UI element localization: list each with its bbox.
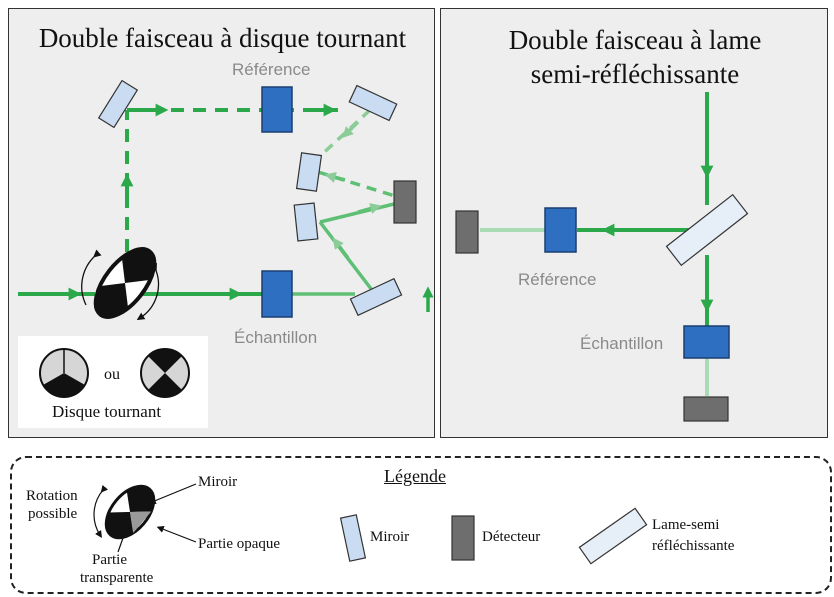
legend-box (10, 456, 832, 594)
mirror-top-left (97, 79, 139, 129)
legend-rotation-line2: possible (28, 506, 78, 522)
right-reference-cell (544, 207, 577, 253)
legend-disk-icon (104, 484, 156, 540)
inset-separator: ou (104, 366, 120, 383)
left-sample-label: Échantillon (234, 328, 318, 347)
legend-transparent-line2: transparente (80, 570, 154, 586)
right-sample-cell (683, 325, 730, 359)
beam-splitter (665, 193, 749, 267)
mirror-top-right (348, 84, 398, 122)
legend-item-mirror-label: Miroir (370, 529, 410, 545)
legend-title: Légende (384, 466, 446, 486)
rotation-arrow-left (81, 249, 102, 306)
inset-caption: Disque tournant (52, 402, 162, 421)
mirror-middle-upper (295, 152, 323, 192)
sample-cell (261, 270, 293, 318)
legend-rotation-arrow (93, 484, 109, 539)
legend-splitter-icon (578, 507, 648, 565)
mirror-middle-lower (293, 202, 319, 242)
detector-left (393, 180, 417, 224)
legend-item-detector-label: Détecteur (482, 529, 541, 545)
right-detector-sample (683, 396, 729, 422)
legend-transparent-line1: Partie (92, 552, 127, 568)
right-panel (440, 8, 828, 438)
inset-disk-1 (39, 348, 89, 398)
legend-mirror-icon (339, 514, 367, 562)
left-beams (18, 103, 434, 312)
legend-disk-mirror-label: Miroir (198, 474, 238, 490)
legend-item-splitter-line1: Lame-semi (652, 517, 720, 533)
legend-item-splitter-line2: réfléchissante (652, 538, 735, 554)
legend-opaque-label: Partie opaque (198, 536, 281, 552)
left-mirrors (97, 79, 403, 317)
left-reference-label: Référence (232, 60, 311, 79)
legend-detector-icon (451, 515, 475, 561)
right-sample-label: Échantillon (580, 334, 664, 353)
inset-disk-2 (140, 348, 190, 398)
right-detector-reference (455, 210, 479, 254)
right-reference-label: Référence (518, 270, 597, 289)
reference-cell (261, 86, 293, 133)
legend-rotation-line1: Rotation (26, 488, 78, 504)
rotating-disk (93, 247, 157, 319)
left-panel-title: Double faisceau à disque tournant (38, 23, 407, 53)
right-panel-title-line1: Double faisceau à lame (508, 25, 762, 55)
right-beams (480, 92, 714, 396)
mirror-bottom-right (349, 277, 403, 317)
rotation-arrow-right (136, 262, 160, 321)
right-panel-title-line2: semi-réfléchissante (530, 59, 740, 89)
